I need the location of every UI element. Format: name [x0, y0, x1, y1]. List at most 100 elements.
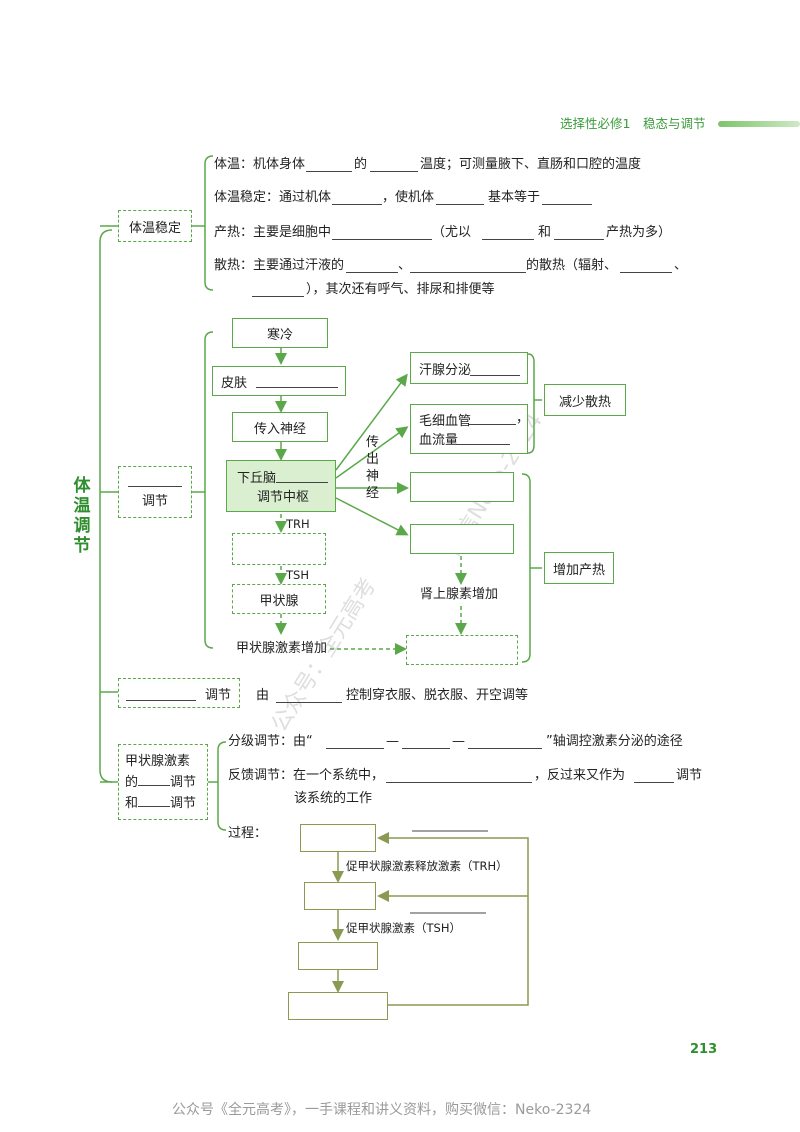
label-text: 调节 [170, 774, 197, 790]
thyroid-hormone-regulation-label: 甲状腺激素 的调节 和 调节 [118, 744, 208, 820]
footer-promo-text: 公众号《全元高考》，一手课程和讲义资料，购买微信：Neko-2324 [172, 1102, 592, 1118]
section-body-temp-stable-label: 体温稳定 [118, 210, 192, 242]
skin-label: 皮肤 [221, 375, 248, 391]
thyroid-box: 甲状腺 [232, 584, 326, 614]
efferent-char: 传 [366, 435, 380, 450]
capillary-box: 毛细血管 血流量 [410, 404, 528, 454]
capillary-comma: ， [516, 411, 530, 426]
heat-dissipation-text-c: 的散热（辐射、 [526, 258, 618, 273]
behavioral-text-b: 控制穿衣服、脱衣服、开空调等 [346, 688, 529, 703]
answer-blank[interactable] [252, 296, 304, 297]
answer-blank[interactable] [276, 702, 342, 703]
chapter-header: 选择性必修1 稳态与调节 [560, 116, 706, 131]
behavioral-regulation-label: 调节 [118, 678, 240, 708]
label-line-3: 和 调节 [125, 793, 196, 814]
afferent-nerve-box: 传入神经 [232, 412, 328, 442]
answer-blank[interactable] [256, 387, 338, 388]
answer-blank[interactable] [634, 782, 674, 783]
process-blank-box-1[interactable] [300, 824, 376, 852]
behavioral-regulation-label-text: 调节 [204, 687, 231, 703]
answer-blank[interactable] [470, 375, 520, 376]
answer-blank[interactable] [332, 239, 432, 240]
answer-blank[interactable] [482, 239, 534, 240]
answer-blank[interactable] [386, 782, 532, 783]
main-title-char: 温 [73, 496, 91, 516]
answer-blank[interactable] [128, 486, 182, 487]
behavioral-text-a: 由 [256, 688, 270, 703]
main-title-char: 体 [73, 476, 91, 496]
efferent-char: 神 [366, 469, 380, 484]
answer-blank[interactable] [456, 444, 510, 445]
temp-stable-text-b: ，使机体 [382, 190, 435, 205]
main-title: 体 温 调 节 [72, 476, 92, 556]
cold-box: 寒冷 [232, 318, 328, 348]
answer-blank[interactable] [332, 204, 382, 205]
temp-def-text-c: 温度；可测量腋下、直肠和口腔的温度 [420, 157, 642, 172]
temp-stable-text-a: 体温稳定：通过机体 [214, 190, 332, 205]
answer-blank[interactable] [468, 748, 542, 749]
feedback-regulation-line2: 该系统的工作 [294, 791, 373, 806]
effector-blank-box-3[interactable] [406, 635, 518, 665]
blood-flow-label: 血流量 [419, 433, 459, 448]
label-text: 调节 [170, 795, 197, 811]
answer-blank[interactable] [410, 272, 526, 273]
process-label: 过程： [228, 826, 268, 841]
temp-def-text-a: 体温：机体身体 [214, 157, 306, 172]
temp-def-text-b: 的 [354, 157, 368, 172]
answer-blank[interactable] [620, 272, 672, 273]
label-text: 和 [125, 795, 139, 811]
section-regulation-label: 调节 [118, 466, 192, 518]
heat-dissipation-text-a: 散热：主要通过汗液的 [214, 258, 345, 273]
regulation-center-label: 调节中枢 [257, 490, 310, 505]
graded-regulation-text-a: 分级调节：由“ [228, 734, 313, 749]
section-regulation-label-text: 调节 [141, 494, 168, 509]
answer-blank[interactable] [468, 424, 516, 425]
sweat-gland-label: 汗腺分泌 [419, 362, 472, 378]
hypothalamus-label: 下丘脑 [237, 471, 277, 486]
trh-full-label: 促甲状腺激素释放激素（TRH） [346, 859, 508, 873]
pituitary-blank-box[interactable] [232, 533, 326, 565]
answer-blank[interactable] [554, 239, 604, 240]
trh-label: TRH [286, 517, 310, 531]
effector-blank-box-2[interactable] [410, 524, 514, 554]
answer-blank[interactable] [276, 482, 328, 483]
effector-blank-box-1[interactable] [410, 472, 514, 502]
answer-blank[interactable] [326, 748, 384, 749]
adrenaline-increase: 肾上腺素增加 [420, 587, 499, 602]
label-line-1: 甲状腺激素 [125, 753, 191, 769]
thyroid-hormone-increase: 甲状腺激素增加 [236, 641, 328, 656]
answer-blank[interactable] [370, 171, 418, 172]
heat-dissipation-text-e: ），其次还有呼气、排尿和排便等 [306, 282, 495, 297]
answer-blank[interactable] [138, 773, 171, 786]
graded-dash: — [452, 734, 465, 749]
header-bar [718, 121, 800, 127]
heat-dissipation-text-d: 、 [674, 258, 688, 273]
process-blank-box-3[interactable] [298, 942, 378, 970]
efferent-char: 经 [366, 486, 380, 501]
efferent-nerve-label: 传 出 神 经 [366, 434, 380, 502]
sweat-gland-box: 汗腺分泌 [410, 352, 528, 384]
answer-blank[interactable] [138, 794, 171, 807]
main-title-char: 调 [73, 516, 91, 536]
answer-blank[interactable] [306, 171, 352, 172]
label-line-2: 的调节 [125, 772, 196, 793]
tsh-full-label: 促甲状腺激素（TSH） [346, 921, 461, 935]
reduce-heat-loss-box: 减少散热 [544, 384, 626, 416]
answer-blank[interactable] [436, 204, 484, 205]
feedback-regulation-text-a: 反馈调节：在一个系统中， [228, 768, 385, 783]
process-blank-box-4[interactable] [288, 992, 388, 1020]
answer-blank[interactable] [402, 748, 450, 749]
heat-production-text-b: （尤以 [432, 225, 472, 240]
graded-dash: — [386, 734, 399, 749]
answer-blank[interactable] [346, 272, 398, 273]
main-title-char: 节 [73, 536, 91, 556]
capillary-label: 毛细血管 [419, 414, 472, 429]
page-number: 213 [690, 1042, 718, 1057]
answer-blank[interactable] [542, 204, 592, 205]
graded-regulation-text-b: ”轴调控激素分泌的途径 [546, 734, 683, 749]
answer-blank[interactable] [126, 700, 196, 701]
hypothalamus-box: 下丘脑 调节中枢 [226, 460, 336, 512]
feedback-regulation-text-b: ，反过来又作为 [534, 768, 626, 783]
process-blank-box-2[interactable] [304, 882, 376, 910]
